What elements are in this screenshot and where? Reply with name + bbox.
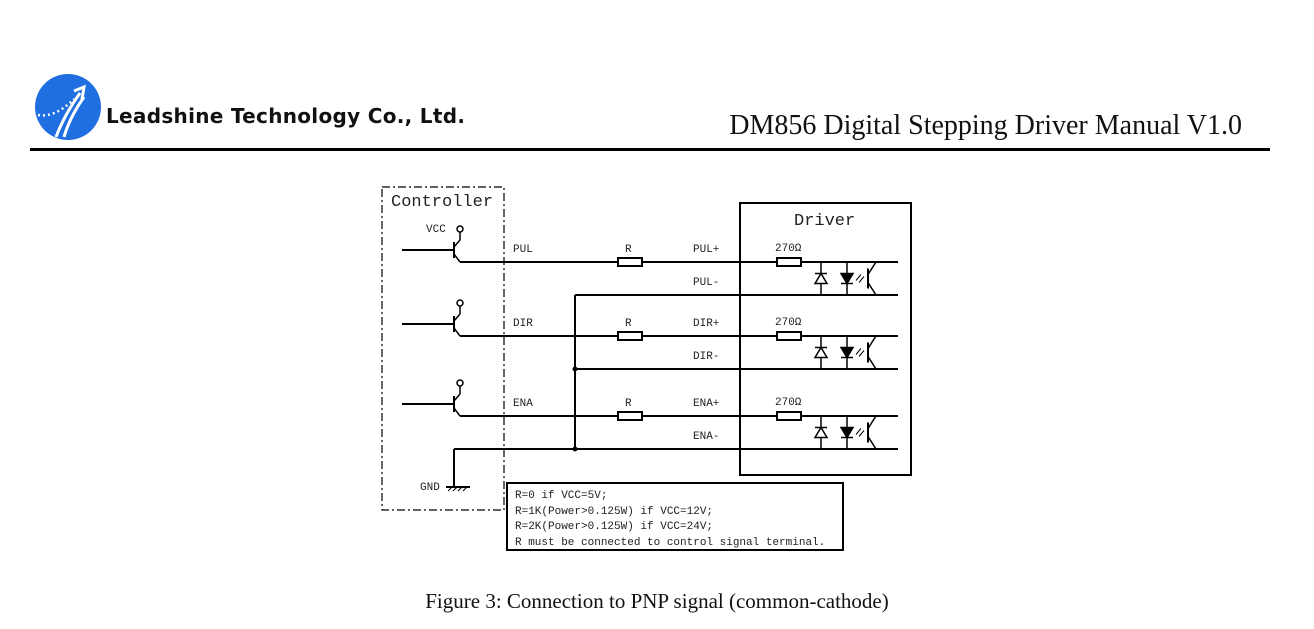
series-resistor [617, 331, 643, 341]
internal-resistor-label: 270Ω [775, 317, 802, 329]
light-arrow-icon [858, 430, 865, 437]
driver-label: Driver [794, 212, 855, 231]
light-arrow-icon [855, 428, 862, 435]
signal-name-label: DIR [513, 318, 533, 330]
minus-terminal-label: DIR- [693, 351, 719, 363]
signal-name-label: PUL [513, 244, 533, 256]
phototransistor-collector [867, 261, 898, 275]
header-divider [30, 148, 1270, 151]
transistor-emitter [453, 239, 461, 248]
junction-dot [572, 446, 578, 452]
internal-resistor [776, 257, 802, 267]
plus-terminal-label: PUL+ [693, 244, 719, 256]
company-name: Leadshine Technology Co., Ltd. [106, 104, 466, 128]
junction-dot [572, 366, 578, 372]
light-arrow-icon [855, 348, 862, 355]
driver-box [739, 202, 912, 476]
diode-icon [813, 272, 829, 285]
transistor-collector [453, 327, 461, 337]
vcc-terminal [456, 379, 464, 387]
leadshine-logo-icon [35, 74, 101, 140]
vcc-terminal [456, 299, 464, 307]
note-line: R=1K(Power>0.125W) if VCC=12V; [515, 506, 713, 518]
internal-resistor [776, 331, 802, 341]
internal-resistor-label: 270Ω [775, 243, 802, 255]
phototransistor-emitter [867, 356, 898, 370]
document-title: DM856 Digital Stepping Driver Manual V1.… [729, 110, 1242, 141]
minus-terminal-label: ENA- [693, 431, 719, 443]
internal-resistor [776, 411, 802, 421]
channel-ena [402, 379, 898, 450]
led-icon [839, 346, 855, 359]
series-resistor-label: R [625, 318, 632, 330]
note-line: R=0 if VCC=5V; [515, 490, 607, 502]
phototransistor-emitter [867, 282, 898, 296]
pnp-connection-diagram: Controller Driver VCC GND PUL R PUL+ PUL- 27… [381, 186, 912, 551]
gnd-label: GND [420, 482, 440, 494]
controller-box [381, 186, 505, 511]
signal-name-label: ENA [513, 398, 533, 410]
phototransistor-collector [867, 415, 898, 429]
series-resistor-label: R [625, 244, 632, 256]
series-resistor [617, 257, 643, 267]
light-arrow-icon [858, 350, 865, 357]
series-resistor-label: R [625, 398, 632, 410]
diode-icon [813, 426, 829, 439]
figure-caption: Figure 3: Connection to PNP signal (comm… [425, 589, 889, 613]
phototransistor-collector [867, 335, 898, 349]
phototransistor-emitter [867, 436, 898, 450]
light-arrow-icon [855, 274, 862, 281]
transistor-collector [453, 407, 461, 417]
diode-icon [813, 346, 829, 359]
vcc-label: VCC [426, 224, 446, 236]
internal-resistor-label: 270Ω [775, 397, 802, 409]
plus-terminal-label: ENA+ [693, 398, 719, 410]
light-arrow-icon [858, 276, 865, 283]
controller-label: Controller [391, 193, 493, 212]
channel-pul [402, 225, 898, 296]
note-line: R must be connected to control signal te… [515, 537, 825, 549]
transistor-emitter [453, 393, 461, 402]
note-line: R=2K(Power>0.125W) if VCC=24V; [515, 521, 713, 533]
led-icon [839, 426, 855, 439]
led-icon [839, 272, 855, 285]
transistor-emitter [453, 313, 461, 322]
transistor-collector [453, 253, 461, 263]
vcc-terminal [456, 225, 464, 233]
logo-circle [35, 74, 101, 140]
plus-terminal-label: DIR+ [693, 318, 719, 330]
notes-box [506, 482, 844, 551]
channel-dir [402, 299, 898, 370]
minus-terminal-label: PUL- [693, 277, 719, 289]
series-resistor [617, 411, 643, 421]
